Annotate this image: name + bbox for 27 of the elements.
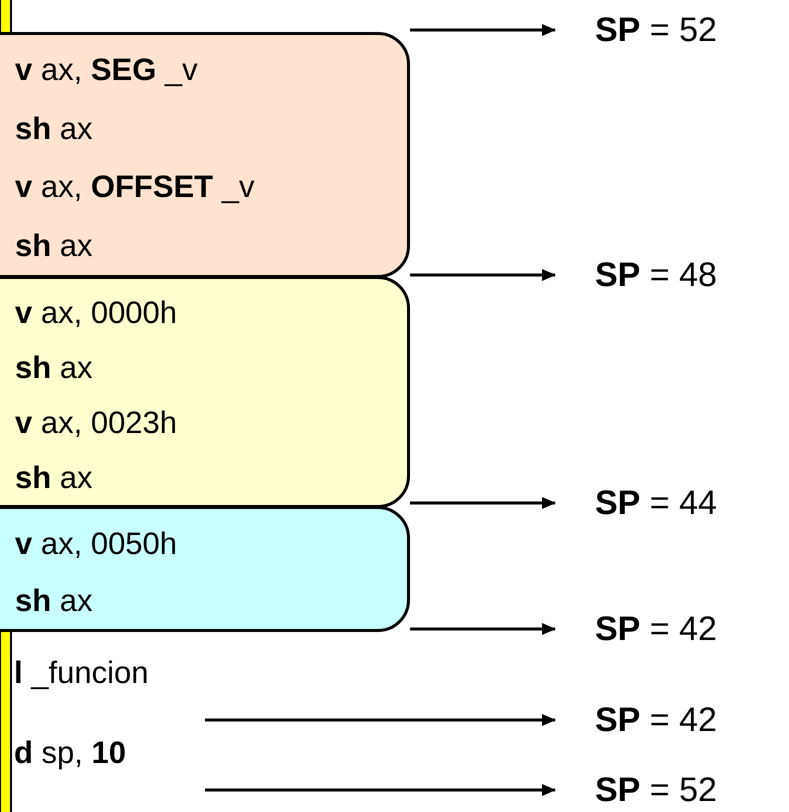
- code-line: l _funcion: [14, 655, 148, 691]
- code-block: [0, 506, 410, 632]
- code-line: d sp, 10: [14, 735, 126, 771]
- code-line: v ax, SEG _v: [15, 52, 198, 88]
- code-block: [0, 32, 410, 278]
- stack-pointer-value: SP = 48: [595, 255, 717, 295]
- arrow: [410, 497, 556, 509]
- arrow: [410, 269, 556, 281]
- code-line: sh ax: [15, 582, 93, 618]
- code-line: v ax, 0050h: [15, 526, 178, 562]
- stack-pointer-value: SP = 52: [595, 770, 717, 810]
- code-block: [0, 276, 410, 508]
- code-line: v ax, OFFSET _v: [15, 169, 254, 206]
- code-line: v ax, 0000h: [15, 294, 178, 330]
- stack-pointer-value: SP = 42: [595, 700, 717, 740]
- arrow: [410, 623, 556, 635]
- code-line: sh ax: [15, 350, 93, 386]
- code-line: sh ax: [15, 460, 93, 496]
- code-line: v ax, 0023h: [15, 404, 178, 440]
- arrow: [205, 784, 556, 796]
- stack-pointer-value: SP = 44: [595, 483, 717, 523]
- stack-pointer-value: SP = 42: [595, 609, 717, 649]
- code-line: sh ax: [15, 228, 93, 264]
- code-line: sh ax: [15, 110, 93, 147]
- arrow: [410, 24, 556, 36]
- arrow: [205, 714, 556, 726]
- stack-pointer-value: SP = 52: [595, 10, 717, 50]
